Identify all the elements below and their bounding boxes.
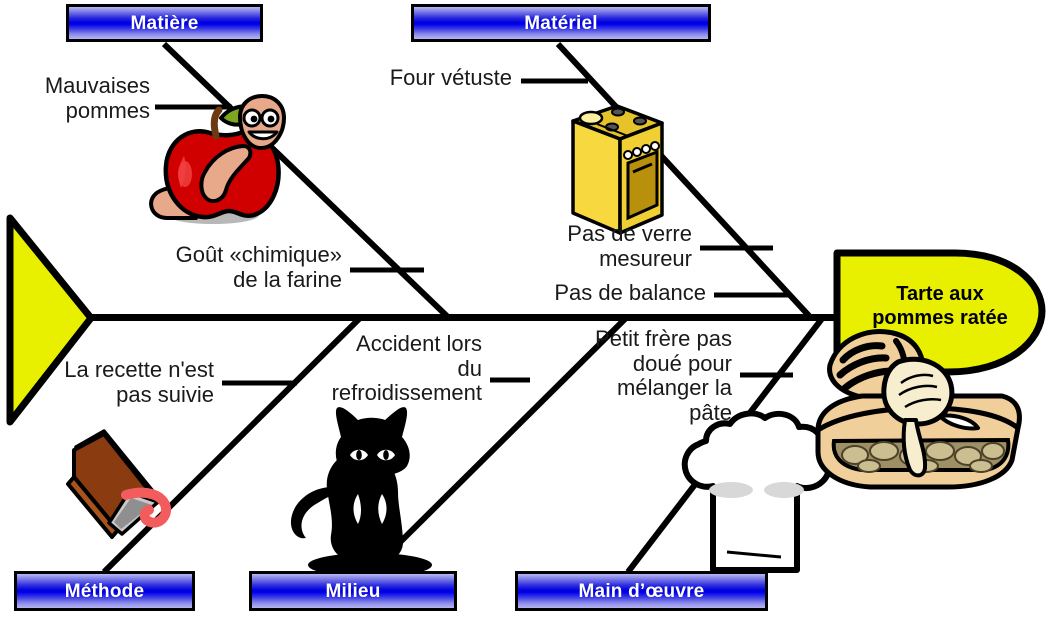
cause-label-four-vetuste: Four vétuste bbox=[389, 65, 512, 90]
category-label-matiere: Matière bbox=[130, 12, 199, 34]
chef-hat-illustration bbox=[681, 410, 833, 573]
oven-illustration bbox=[571, 104, 664, 235]
branch-line-materiel bbox=[555, 41, 815, 322]
branch-line-matiere bbox=[161, 41, 453, 322]
recipe-book-illustration bbox=[66, 429, 171, 539]
category-label-methode: Méthode bbox=[64, 580, 145, 602]
branch-line-methode bbox=[101, 313, 365, 575]
cause-label-mauvaises-pommes: Mauvaises pommes bbox=[44, 73, 150, 123]
category-label-materiel: Matériel bbox=[524, 12, 598, 34]
cause-label-gout-chimique: Goût «chimique» de la farine bbox=[175, 242, 342, 292]
black-cat-illustration bbox=[290, 407, 432, 577]
apple-pie-illustration bbox=[815, 329, 1022, 490]
category-box-milieu[interactable]: Milieu bbox=[249, 571, 457, 611]
cause-label-verre-mesureur: Pas de verre mesureur bbox=[567, 221, 692, 271]
cause-label-accident: Accident lors du refroidissement bbox=[331, 331, 482, 406]
category-box-methode[interactable]: Méthode bbox=[14, 571, 195, 611]
category-label-milieu: Milieu bbox=[325, 580, 381, 602]
category-box-main-oeuvre[interactable]: Main d’œuvre bbox=[515, 571, 768, 611]
cause-label-recette: La recette n'est pas suivie bbox=[64, 357, 214, 407]
category-box-materiel[interactable]: Matériel bbox=[411, 4, 711, 42]
branch-line-milieu bbox=[367, 313, 631, 575]
tail-shape bbox=[6, 214, 95, 426]
apple-worm-illustration bbox=[149, 93, 287, 224]
category-label-main-oeuvre: Main d’œuvre bbox=[578, 580, 705, 602]
cause-label-pas-balance: Pas de balance bbox=[554, 280, 706, 305]
category-box-matiere[interactable]: Matière bbox=[66, 4, 263, 42]
effect-label: Tarte aux pommes ratée bbox=[872, 283, 1008, 329]
cause-label-petit-frere: Petit frère pas doué pour mélanger la pâ… bbox=[595, 326, 732, 425]
